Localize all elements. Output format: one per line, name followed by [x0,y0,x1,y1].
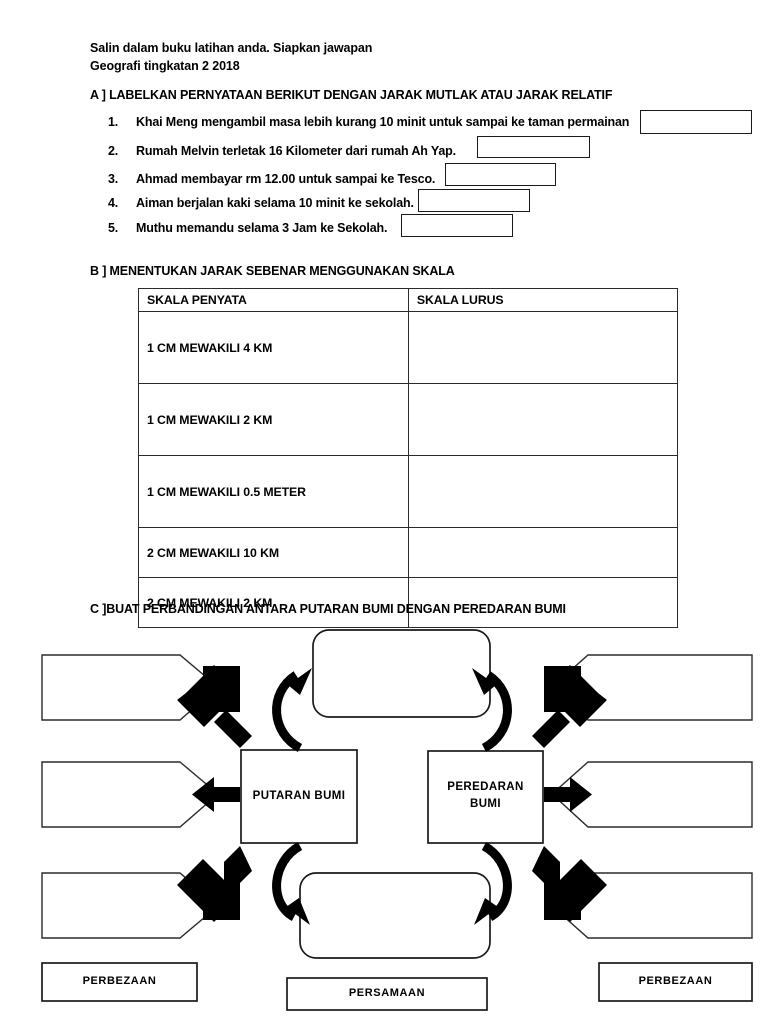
list-item-text: Khai Meng mengambil masa lebih kurang 10… [136,115,630,129]
list-item-text: Muthu memandu selama 3 Jam ke Sekolah. [136,221,388,235]
answer-box-3[interactable] [445,163,556,186]
list-item: 2. Rumah Melvin terletak 16 Kilometer dar… [108,144,456,158]
table-cell-skala-lurus[interactable] [407,455,679,528]
arrow-putaran-to-left-2 [192,777,240,812]
list-item-number: 5. [108,221,119,235]
table-cell-skala-lurus[interactable] [407,311,679,384]
table-cell-skala-lurus[interactable] [407,527,679,578]
table-row: 2 CM MEWAKILI 2 KM [138,577,679,628]
curved-arrow-putaran-to-top [272,668,312,752]
table-row: 1 CM MEWAKILI 4 KM [138,311,679,384]
section-c-heading: C ]BUAT PERBANDINGAN ANTARA PUTARAN BUMI… [90,602,566,616]
arrow-peredaran-to-right-1 [532,665,607,748]
table-cell-skala-lurus[interactable] [407,577,679,628]
left-pentagon-3 [41,872,220,939]
table-header-row: SKALA PENYATA SKALA LURUS [138,288,679,312]
table-header-skala-penyata: SKALA PENYATA [138,288,409,312]
center-box-peredaran-label: PEREDARAN BUMI [447,781,524,810]
table-header-skala-lurus: SKALA LURUS [407,288,679,312]
list-item-number: 1. [108,115,119,129]
arrow-putaran-to-left-1 [177,665,252,748]
comparison-diagram: .shp { fill:#ffffff; stroke:#1a1a1a; str… [0,615,768,1024]
list-item-text: Ahmad membayar rm 12.00 untuk sampai ke … [136,172,436,186]
table-row: 2 CM MEWAKILI 10 KM [138,527,679,578]
left-pentagon-2 [41,761,220,828]
bottom-legend-label-left: PERBEZAAN [82,975,157,987]
bottom-legend-label-right: PERBEZAAN [638,975,713,987]
table-cell-skala-penyata: 2 CM MEWAKILI 10 KM [138,527,409,578]
list-item: 4. Aiman berjalan kaki selama 10 minit ke… [108,196,414,210]
header-line-1: Salin dalam buku latihan anda. Siapkan j… [90,41,373,55]
list-item: 5. Muthu memandu selama 3 Jam ke Sekolah. [108,221,387,235]
answer-box-4[interactable] [418,189,530,212]
center-box-peredaran [427,750,544,844]
center-box-putaran [240,749,358,844]
list-item-number: 2. [108,144,119,158]
answer-box-2[interactable] [477,136,590,158]
bottom-legend-box-left [41,962,198,1002]
scale-table: SKALA PENYATA SKALA LURUS 1 CM MEWAKILI … [138,288,679,628]
table-row: 1 CM MEWAKILI 0.5 METER [138,455,679,528]
shared-box-top [312,629,491,718]
table-cell-skala-penyata: 1 CM MEWAKILI 4 KM [138,311,409,384]
answer-box-1[interactable] [640,110,752,134]
list-item-number: 3. [108,172,119,186]
list-item: 1. Khai Meng mengambil masa lebih kurang … [108,115,629,129]
curved-arrow-peredaran-to-top [472,668,512,752]
table-cell-skala-penyata: 1 CM MEWAKILI 0.5 METER [138,455,409,528]
table-cell-skala-penyata: 2 CM MEWAKILI 2 KM [138,577,409,628]
bottom-legend-box-right [598,962,753,1002]
table-cell-skala-lurus[interactable] [407,383,679,456]
answer-box-5[interactable] [401,214,513,237]
list-item-number: 4. [108,196,119,210]
header-line-2: Geografi tingkatan 2 2018 [90,59,240,73]
bottom-legend-box-center [286,977,488,1011]
table-cell-skala-penyata: 1 CM MEWAKILI 2 KM [138,383,409,456]
arrow-peredaran-to-right-3 [532,846,607,922]
curved-arrow-peredaran-to-bottom [474,842,512,925]
center-box-putaran-label: PUTARAN BUMI [252,790,346,802]
arrow-putaran-to-left-3 [177,846,252,922]
table-row: 1 CM MEWAKILI 2 KM [138,383,679,456]
list-item: 3. Ahmad membayar rm 12.00 untuk sampai k… [108,172,435,186]
list-item-text: Rumah Melvin terletak 16 Kilometer dari … [136,144,456,158]
section-a-heading: A ] LABELKAN PERNYATAAN BERIKUT DENGAN J… [90,88,613,102]
arrow-peredaran-to-right-2 [544,777,592,812]
bottom-legend-label-center: PERSAMAAN [348,987,426,999]
curved-arrow-putaran-to-bottom [272,842,310,925]
shared-box-bottom [299,872,491,959]
section-b-heading: B ] MENENTUKAN JARAK SEBENAR MENGGUNAKAN… [90,264,455,278]
list-item-text: Aiman berjalan kaki selama 10 minit ke s… [136,196,414,210]
